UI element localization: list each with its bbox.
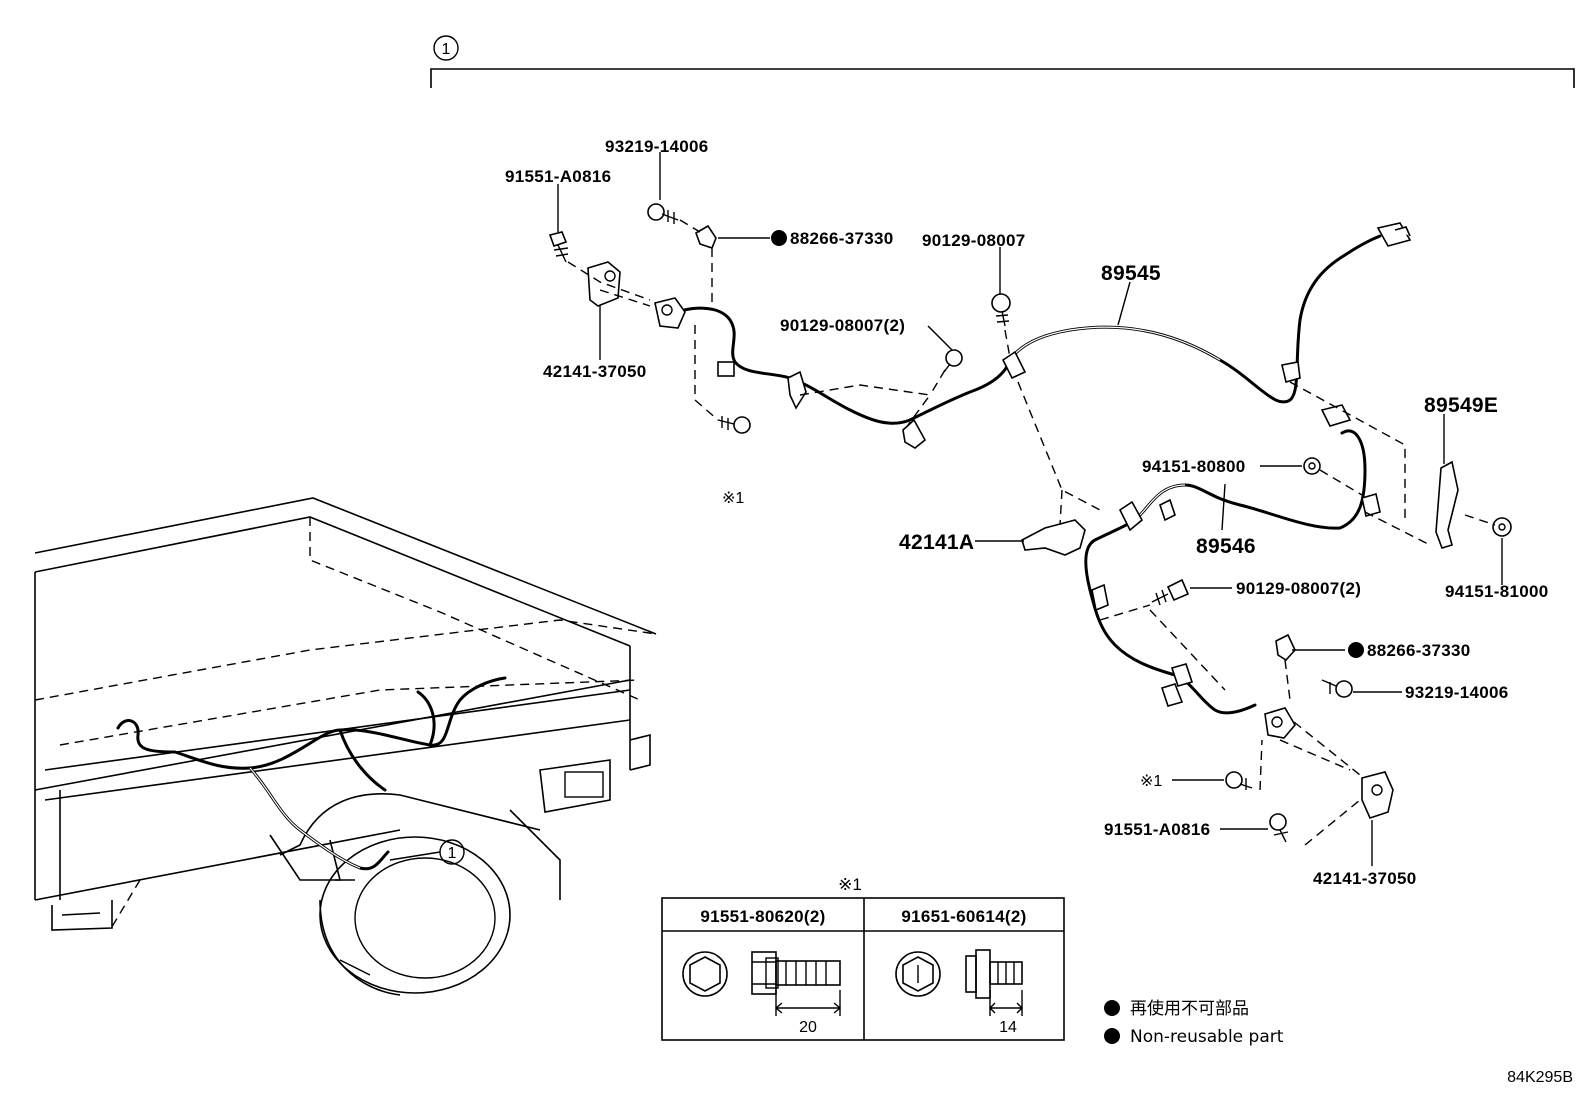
label-89545: 89545 (1101, 262, 1161, 285)
label-93219-top: 93219-14006 (605, 137, 709, 156)
assembly-lines (567, 219, 1496, 846)
figure-code: 84K295B (1507, 1069, 1573, 1086)
label-91551-top: 91551-A0816 (505, 167, 611, 186)
part-labels: 93219-14006 91551-A0816 88266-37330 9012… (505, 137, 1549, 888)
label-89546: 89546 (1196, 535, 1256, 558)
hardware-upper (548, 203, 1011, 434)
label-89549e: 89549E (1424, 394, 1498, 417)
note-mark-top: ※1 (722, 490, 744, 507)
legend-dot-icon (1104, 1028, 1120, 1044)
label-90129-top: 90129-08007 (922, 231, 1026, 250)
bolt-table-col1-part: 91551-80620(2) (700, 907, 825, 926)
truck-illustration: 1 (34, 497, 657, 996)
hardware-lower (1021, 457, 1512, 843)
legend-english: Non-reusable part (1130, 1027, 1284, 1047)
hex-bolt-head-icon (682, 951, 841, 997)
label-42141-bottom: 42141-37050 (1313, 869, 1417, 888)
callout-number: 1 (442, 41, 451, 58)
label-42141a: 42141A (899, 531, 974, 554)
note-mark-bottom: ※1 (1140, 773, 1162, 790)
label-93219-bottom: 93219-14006 (1405, 683, 1509, 702)
bolt-table-note-mark: ※1 (838, 875, 862, 894)
leader-lines (557, 152, 1503, 866)
label-94151-80800: 94151-80800 (1142, 457, 1246, 476)
sensor-cable-89545 (654, 222, 1412, 449)
bolt-table-col1-length: 20 (799, 1019, 817, 1036)
label-91551-bottom: 91551-A0816 (1104, 820, 1210, 839)
bolt-table-col2-part: 91651-60614(2) (901, 907, 1026, 926)
truck-callout-circle-icon (439, 839, 465, 865)
label-88266-top: 88266-37330 (790, 229, 894, 248)
legend-dot-icon (1104, 1000, 1120, 1016)
legend-japanese: 再使用不可部品 (1130, 998, 1249, 1019)
truck-callout-number: 1 (448, 845, 457, 862)
label-94151-81000: 94151-81000 (1445, 582, 1549, 601)
label-90129-2-mid: 90129-08007(2) (1236, 579, 1361, 598)
label-90129-2-top: 90129-08007(2) (780, 316, 905, 335)
assembly-bracket: 1 (430, 35, 1575, 88)
non-reusable-dot-icon (1348, 642, 1364, 658)
bolt-table: ※1 91551-80620(2) 91651-60614(2) 20 (661, 875, 1065, 1041)
flange-bolt-head-icon (895, 949, 1023, 999)
bolt-table-col2-length: 14 (999, 1019, 1017, 1036)
label-88266-bottom: 88266-37330 (1367, 641, 1471, 660)
sensor-cable-89546 (1084, 404, 1381, 739)
non-reusable-dot-icon (771, 230, 787, 246)
callout-circle-icon (433, 35, 459, 61)
label-42141-top: 42141-37050 (543, 362, 647, 381)
legend: 再使用不可部品 Non-reusable part (1104, 998, 1284, 1047)
